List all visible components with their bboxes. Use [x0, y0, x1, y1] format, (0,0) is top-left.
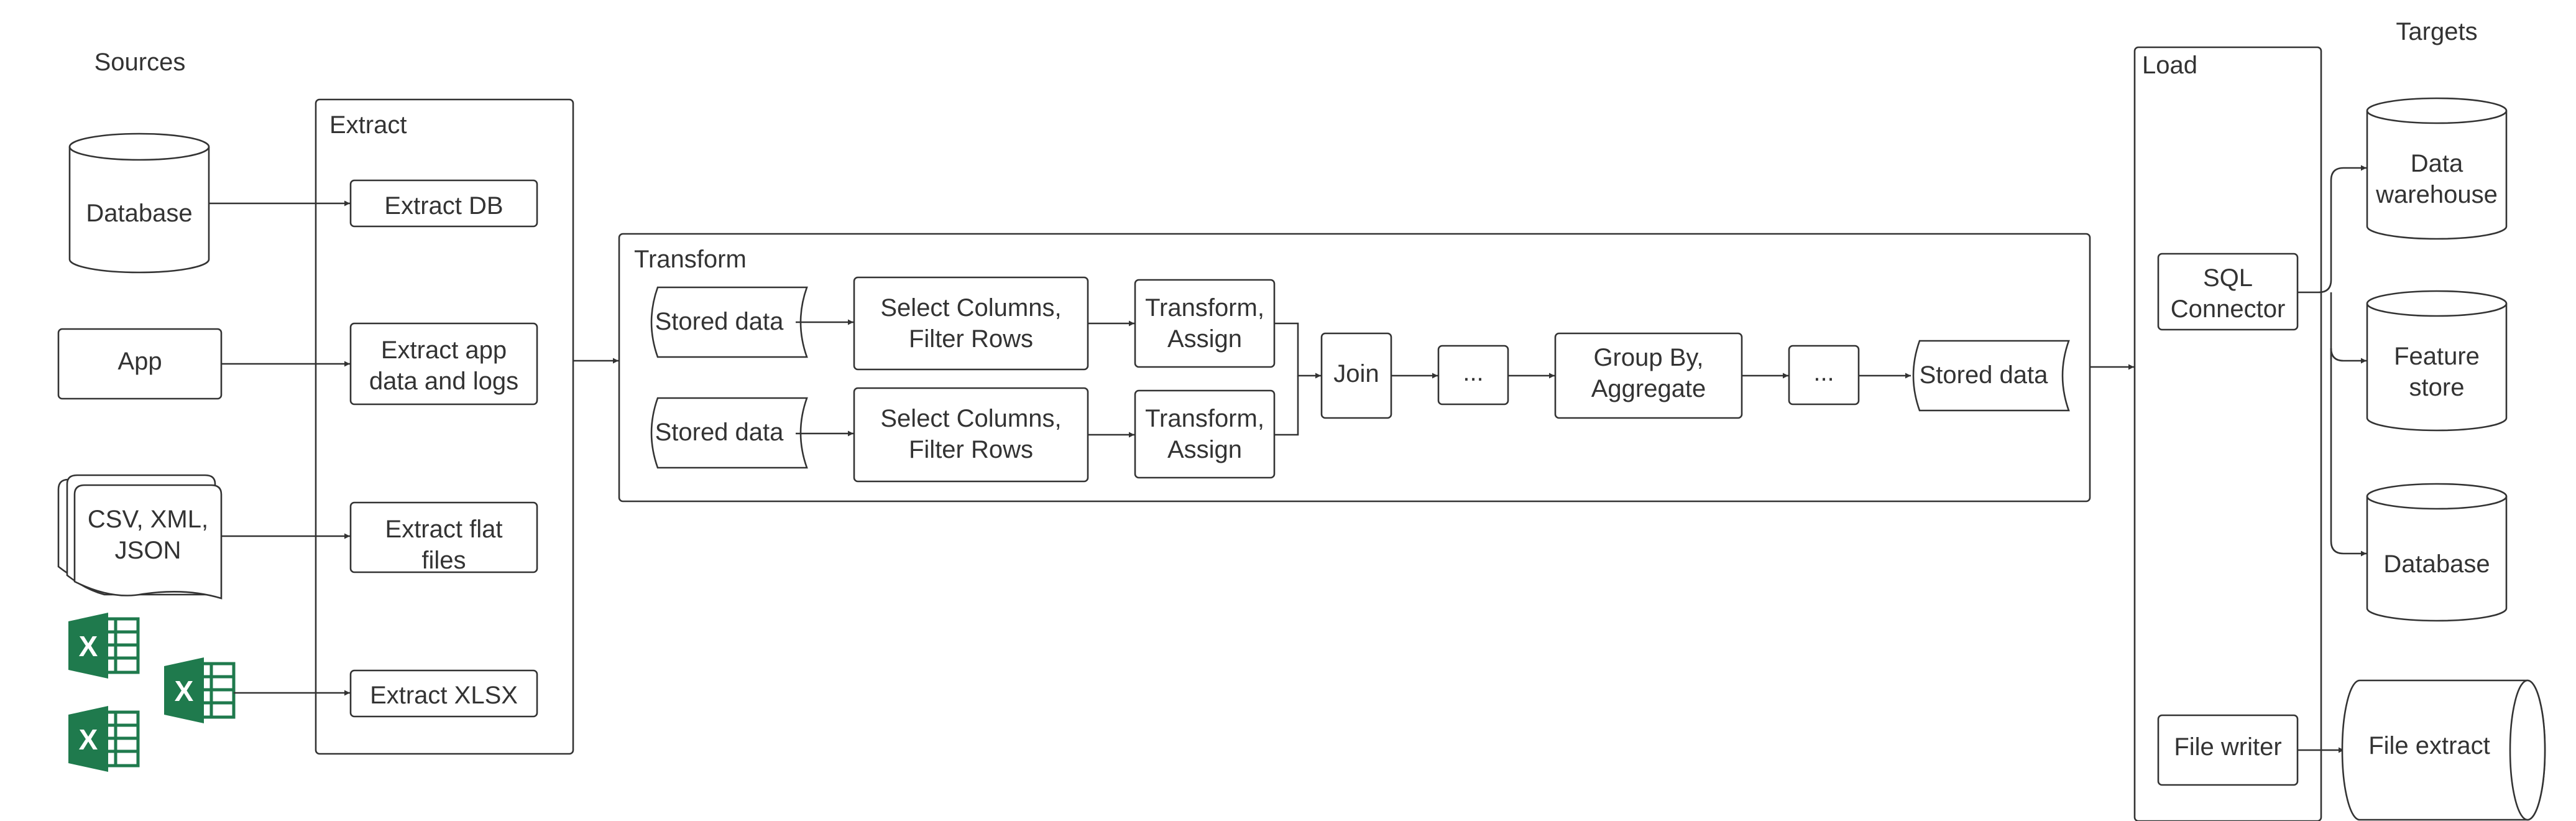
join-label: Join: [1333, 360, 1379, 387]
target-file-extract-label: File extract: [2368, 732, 2490, 759]
source-flat-files-label-2: JSON: [115, 537, 182, 564]
transform-title: Transform: [634, 246, 747, 273]
target-feature-store-label-2: store: [2409, 374, 2465, 401]
excel-file-icon: X: [68, 613, 140, 679]
transform-assign-top: Transform, Assign: [1134, 279, 1276, 368]
arrow-assign-bottom-to-join: [1274, 376, 1299, 436]
select-columns-bottom: Select Columns, Filter Rows: [853, 387, 1089, 483]
join-box: Join: [1320, 332, 1392, 419]
excel-letter: X: [79, 630, 98, 662]
sql-connector-box: SQL Connector: [2157, 253, 2299, 331]
arrow-sql-to-warehouse: [2298, 165, 2367, 294]
select-columns-top: Select Columns, Filter Rows: [853, 276, 1089, 371]
transform-stored-data-top-label: Stored data: [655, 308, 784, 335]
group-by-box: Group By, Aggregate: [1554, 332, 1743, 419]
ellipsis-step-1: ...: [1437, 345, 1509, 406]
arrow-assign-top-to-join: [1274, 322, 1321, 379]
load-container: Load: [2133, 46, 2322, 821]
extract-app-label-1: Extract app: [381, 336, 507, 364]
transform-assign-top-label-2: Assign: [1167, 325, 1242, 353]
excel-letter: X: [175, 675, 194, 707]
select-columns-bottom-label-2: Filter Rows: [909, 436, 1033, 463]
source-app: App: [57, 328, 223, 400]
excel-file-icon: X: [68, 706, 140, 772]
ellipsis-step-2-label: ...: [1813, 359, 1834, 386]
transform-assign-top-label-1: Transform,: [1145, 294, 1264, 322]
transform-assign-bottom: Transform, Assign: [1134, 389, 1276, 479]
sql-connector-label-1: SQL: [2203, 264, 2253, 292]
excel-file-icon: X: [164, 657, 236, 723]
extract-app-box: Extract app data and logs: [349, 322, 538, 406]
target-file-extract: File extract: [2341, 679, 2546, 821]
extract-title: Extract: [329, 111, 407, 139]
extract-flat-label-1: Extract flat: [385, 516, 503, 543]
group-by-label-1: Group By,: [1593, 344, 1703, 371]
sql-connector-label-2: Connector: [2171, 295, 2286, 323]
source-database-label: Database: [86, 200, 192, 227]
extract-xlsx-label: Extract XLSX: [370, 682, 518, 709]
target-feature-store-label-1: Feature: [2394, 343, 2480, 370]
arrow-sql-to-database: [2330, 348, 2367, 557]
load-title: Load: [2142, 52, 2197, 79]
transform-stored-data-output: Stored data: [1912, 340, 2070, 412]
extract-xlsx-box: Extract XLSX: [349, 669, 538, 718]
ellipsis-step-1-label: ...: [1463, 359, 1483, 386]
select-columns-top-label-2: Filter Rows: [909, 325, 1033, 353]
target-data-warehouse-label-2: warehouse: [2375, 181, 2498, 208]
select-columns-top-label-1: Select Columns,: [880, 294, 1061, 322]
transform-assign-bottom-label-2: Assign: [1167, 436, 1242, 463]
source-database: Database: [68, 132, 210, 274]
file-writer-box: File writer: [2157, 714, 2299, 786]
transform-stored-data-top: Stored data: [650, 286, 808, 358]
extract-container: Extract: [315, 98, 574, 755]
extract-flat-box: Extract flat files: [349, 501, 538, 574]
target-database: Database: [2366, 483, 2508, 622]
source-flat-files: CSV, XML, JSON: [57, 474, 223, 600]
arrow-sql-to-feature-store-head: [2330, 348, 2367, 364]
extract-db-label: Extract DB: [384, 192, 503, 220]
source-app-label: App: [117, 348, 162, 375]
group-by-label-2: Aggregate: [1591, 375, 1706, 402]
target-feature-store: Feature store: [2366, 290, 2508, 432]
target-data-warehouse: Data warehouse: [2366, 97, 2508, 240]
transform-stored-data-bottom: Stored data: [650, 397, 808, 469]
sources-title: Sources: [94, 49, 186, 76]
target-database-label: Database: [2383, 550, 2490, 578]
excel-letter: X: [79, 723, 98, 756]
source-flat-files-label-1: CSV, XML,: [88, 506, 208, 533]
extract-db-box: Extract DB: [349, 179, 538, 228]
target-data-warehouse-label-1: Data: [2411, 150, 2463, 177]
extract-app-label-2: data and logs: [369, 368, 518, 395]
targets-title: Targets: [2396, 18, 2477, 45]
ellipsis-step-2: ...: [1788, 345, 1860, 406]
select-columns-bottom-label-1: Select Columns,: [880, 405, 1061, 432]
extract-flat-label-2: files: [421, 547, 466, 574]
file-writer-label: File writer: [2174, 733, 2281, 761]
transform-assign-bottom-label-1: Transform,: [1145, 405, 1264, 432]
transform-stored-data-bottom-label: Stored data: [655, 419, 784, 446]
transform-stored-data-output-label: Stored data: [1920, 361, 2049, 389]
